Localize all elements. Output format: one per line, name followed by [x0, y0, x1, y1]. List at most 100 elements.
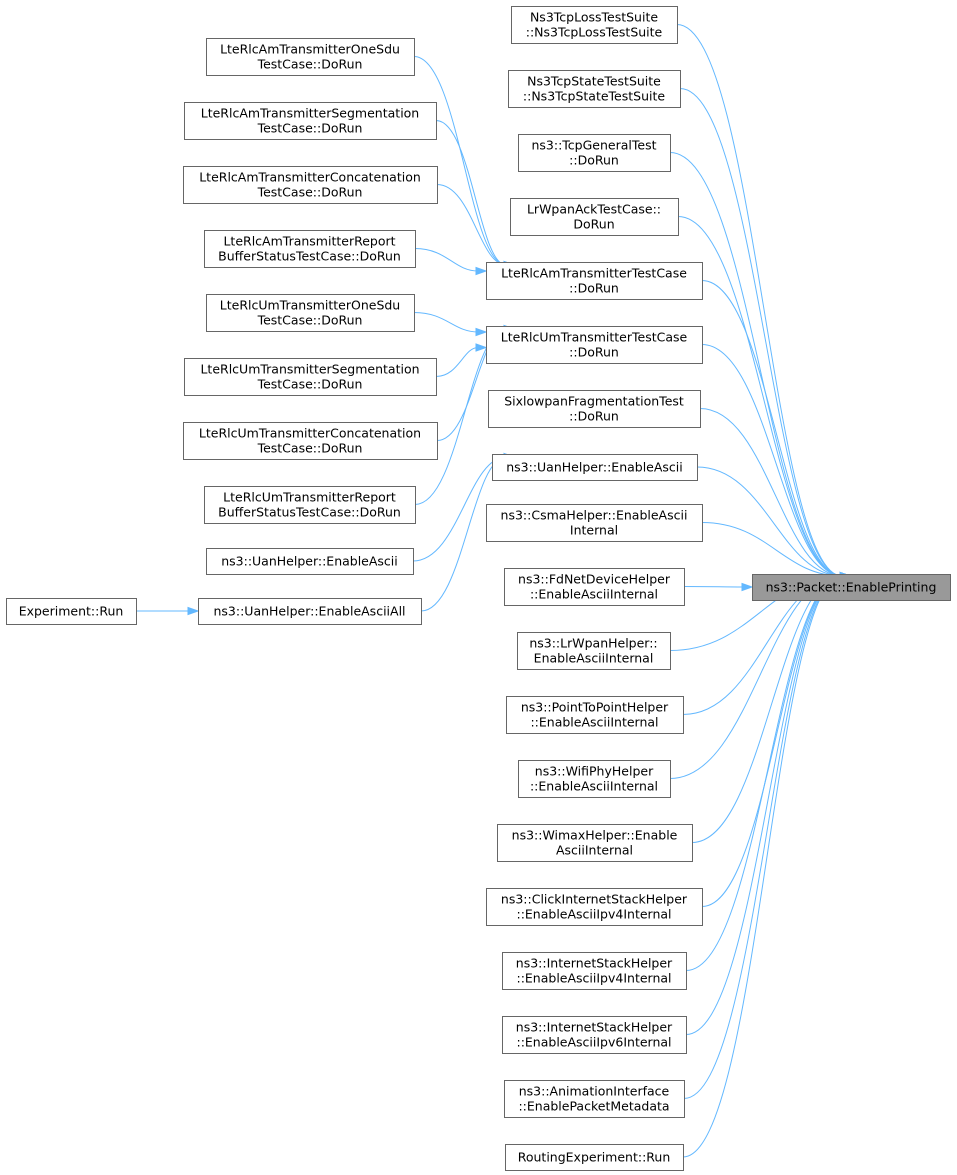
- node-um_seg[interactable]: LteRlcUmTransmitterSegmentationTestCase:…: [184, 358, 437, 396]
- node-umtx[interactable]: LteRlcUmTransmitterTestCase::DoRun: [486, 326, 703, 364]
- node-label-line: TestCase::DoRun: [257, 121, 363, 136]
- node-label-line: LteRlcAmTransmitterTestCase: [501, 266, 687, 281]
- edge-am_report-to-amtx: [414, 248, 488, 276]
- node-tcpstate[interactable]: Ns3TcpStateTestSuite::Ns3TcpStateTestSui…: [508, 70, 681, 108]
- node-label-line: ns3::FdNetDeviceHelper: [518, 572, 671, 587]
- node-box: [506, 696, 684, 734]
- node-box: [504, 1080, 685, 1118]
- node-lrwpanhelper[interactable]: ns3::LrWpanHelper::EnableAsciiInternal: [517, 632, 671, 670]
- edge-arrowhead: [475, 327, 488, 337]
- node-label-line: ns3::PointToPointHelper: [521, 700, 669, 715]
- node-box: [518, 760, 671, 798]
- node-label-line: Ns3TcpLossTestSuite: [530, 10, 658, 25]
- node-label-line: ns3::CsmaHelper::EnableAscii: [501, 508, 688, 523]
- node-label-line: EnableAsciiInternal: [534, 651, 654, 666]
- node-label-line: ns3::UanHelper::EnableAsciiAll: [213, 604, 405, 619]
- node-uanascii_b[interactable]: ns3::UanHelper::EnableAscii: [206, 548, 414, 575]
- node-label-line: ::EnableAsciiIpv6Internal: [516, 1035, 671, 1050]
- node-label-line: LteRlcAmTransmitterReport: [223, 234, 395, 249]
- node-label-line: LteRlcAmTransmitterConcatenation: [199, 170, 421, 185]
- edge-tcploss-to-target: [676, 24, 852, 581]
- node-box: [184, 358, 437, 396]
- node-label-line: ::EnableAsciiIpv4Internal: [516, 971, 671, 986]
- node-csma[interactable]: ns3::CsmaHelper::EnableAsciiInternal: [486, 504, 703, 542]
- edge-fdnet-to-target: [683, 582, 754, 592]
- node-label-line: TestCase::DoRun: [257, 313, 363, 328]
- node-label-line: ns3::UanHelper::EnableAscii: [221, 554, 398, 569]
- node-box: [511, 6, 678, 44]
- node-p2p[interactable]: ns3::PointToPointHelper::EnableAsciiInte…: [506, 696, 684, 734]
- node-inet6[interactable]: ns3::InternetStackHelper::EnableAsciiIpv…: [502, 1016, 687, 1054]
- edge-arrowhead: [475, 343, 488, 352]
- node-anim[interactable]: ns3::AnimationInterface::EnablePacketMet…: [504, 1080, 685, 1118]
- node-label-line: ::EnableAsciiInternal: [530, 587, 658, 602]
- node-label-line: TestCase::DoRun: [257, 185, 363, 200]
- node-label-line: ns3::Packet::EnablePrinting: [766, 580, 937, 595]
- node-am_concat[interactable]: LteRlcAmTransmitterConcatenationTestCase…: [183, 166, 438, 204]
- edge-click-to-target: [701, 571, 852, 907]
- node-box: [505, 1144, 684, 1171]
- node-am_report[interactable]: LteRlcAmTransmitterReportBufferStatusTes…: [204, 230, 416, 268]
- node-box: [508, 70, 681, 108]
- edge-line: [413, 312, 479, 333]
- node-uanascii_a[interactable]: ns3::UanHelper::EnableAscii: [492, 454, 698, 481]
- node-uanasciiall[interactable]: ns3::UanHelper::EnableAsciiAll: [198, 598, 422, 625]
- node-label-line: DoRun: [573, 217, 614, 232]
- node-box: [206, 294, 415, 332]
- edge-line: [683, 586, 745, 588]
- node-box: [486, 888, 703, 926]
- node-um_report[interactable]: LteRlcUmTransmitterReportBufferStatusTes…: [204, 486, 416, 524]
- node-lrwpanack[interactable]: LrWpanAckTestCase::DoRun: [510, 198, 679, 236]
- node-label-line: TestCase::DoRun: [257, 57, 363, 72]
- edge-experiment-to-uanasciiall: [136, 606, 200, 616]
- node-box: [486, 326, 703, 364]
- edge-line: [685, 575, 843, 971]
- node-tcpgeneral[interactable]: ns3::TcpGeneralTest::DoRun: [518, 134, 671, 172]
- node-label-line: ::Ns3TcpStateTestSuite: [523, 89, 665, 104]
- node-label-line: LteRlcUmTransmitterSegmentation: [200, 362, 419, 377]
- edge-line: [699, 408, 843, 577]
- node-label-line: ns3::UanHelper::EnableAscii: [506, 460, 683, 475]
- edge-um_seg-to-umtx: [435, 343, 488, 377]
- node-experiment[interactable]: Experiment::Run: [6, 598, 137, 625]
- node-label-line: ns3::WimaxHelper::Enable: [512, 828, 678, 843]
- node-tcploss[interactable]: Ns3TcpLossTestSuite::Ns3TcpLossTestSuite: [511, 6, 678, 44]
- edge-tcpstate-to-target: [679, 88, 852, 581]
- edge-arrowhead: [475, 266, 488, 276]
- node-box: [502, 952, 687, 990]
- edge-wimax-to-target: [691, 571, 852, 843]
- node-box: [492, 454, 698, 481]
- edge-line: [413, 56, 507, 266]
- edge-line: [679, 88, 843, 577]
- node-click[interactable]: ns3::ClickInternetStackHelper::EnableAsc…: [486, 888, 703, 926]
- node-label-line: ::EnableAsciiInternal: [530, 715, 658, 730]
- node-wifiphy[interactable]: ns3::WifiPhyHelper::EnableAsciiInternal: [518, 760, 671, 798]
- node-box: [510, 198, 679, 236]
- node-um_concat[interactable]: LteRlcUmTransmitterConcatenationTestCase…: [183, 422, 438, 460]
- node-routing[interactable]: RoutingExperiment::Run: [505, 1144, 684, 1171]
- node-target[interactable]: ns3::Packet::EnablePrinting: [752, 574, 951, 601]
- node-label-line: Experiment::Run: [19, 604, 124, 619]
- node-label-line: LteRlcUmTransmitterConcatenation: [199, 426, 421, 441]
- node-box: [198, 598, 422, 625]
- node-am_seg[interactable]: LteRlcAmTransmitterSegmentationTestCase:…: [184, 102, 437, 140]
- node-label-line: ::Ns3TcpLossTestSuite: [526, 25, 663, 40]
- node-inet4[interactable]: ns3::InternetStackHelper::EnableAsciiIpv…: [502, 952, 687, 990]
- node-box: [504, 568, 685, 606]
- node-fdnet[interactable]: ns3::FdNetDeviceHelper::EnableAsciiInter…: [504, 568, 685, 606]
- node-box: [497, 824, 693, 862]
- node-sixlowpan[interactable]: SixlowpanFragmentationTest::DoRun: [488, 390, 701, 428]
- node-wimax[interactable]: ns3::WimaxHelper::EnableAsciiInternal: [497, 824, 693, 862]
- node-label-line: ::EnableAsciiInternal: [530, 779, 658, 794]
- node-label-line: RoutingExperiment::Run: [518, 1150, 671, 1165]
- node-label-line: TestCase::DoRun: [257, 377, 363, 392]
- node-label-line: ns3::AnimationInterface: [519, 1084, 670, 1099]
- node-amtx[interactable]: LteRlcAmTransmitterTestCase::DoRun: [486, 262, 703, 300]
- node-label-line: ::DoRun: [569, 345, 619, 360]
- node-label-line: LteRlcUmTransmitterTestCase: [501, 330, 688, 345]
- edge-line: [677, 216, 843, 577]
- node-label-line: LteRlcUmTransmitterReport: [223, 490, 396, 505]
